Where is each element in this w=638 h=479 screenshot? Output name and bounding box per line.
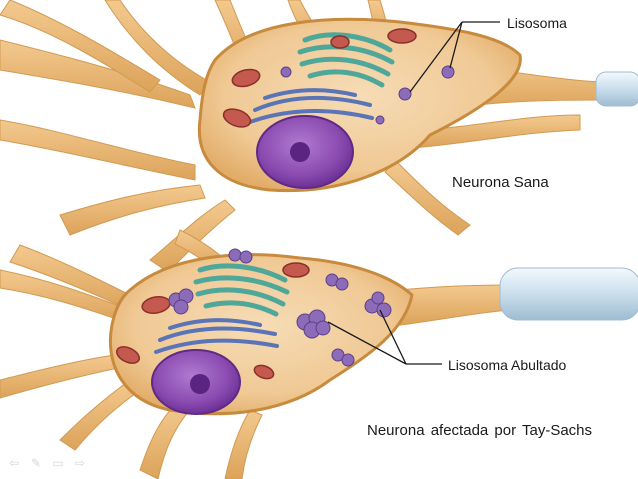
lysosome-label: Lisosoma bbox=[507, 15, 567, 31]
healthy-neuron-label: Neurona Sana bbox=[452, 174, 549, 191]
affected-neuron-label: Neurona afectada por Tay-Sachs bbox=[367, 422, 593, 439]
affected-golgi bbox=[193, 263, 290, 317]
prev-arrow-icon[interactable]: ⇦ bbox=[8, 456, 20, 470]
leader-abultado-a bbox=[327, 321, 407, 365]
affected-axon bbox=[399, 284, 511, 326]
slide-icon[interactable]: ▭ bbox=[52, 456, 64, 470]
slide-navigation: ⇦ ✎ ▭ ⇨ bbox=[6, 456, 88, 470]
healthy-neuron bbox=[0, 0, 638, 273]
healthy-mitochondria bbox=[222, 28, 417, 128]
healthy-myelin-sheath bbox=[595, 71, 638, 107]
affected-mitochondria bbox=[115, 262, 310, 380]
leader-abultado-b bbox=[379, 309, 407, 365]
swollen-lysosomes bbox=[168, 248, 392, 367]
affected-myelin-sheath bbox=[499, 267, 638, 321]
affected-neuron bbox=[0, 229, 638, 479]
affected-er bbox=[154, 318, 279, 354]
healthy-nucleolus bbox=[290, 142, 310, 162]
healthy-golgi bbox=[297, 32, 395, 88]
next-arrow-icon[interactable]: ⇨ bbox=[74, 456, 86, 470]
healthy-dendrites bbox=[0, 0, 581, 273]
leader-lysosoma-b bbox=[449, 21, 463, 69]
leader-lysosoma-a bbox=[409, 21, 463, 93]
affected-nucleolus bbox=[190, 374, 210, 394]
leader-lines bbox=[327, 21, 500, 365]
pen-icon[interactable]: ✎ bbox=[30, 456, 42, 470]
swollen-lysosome-label: Lisosoma Abultado bbox=[448, 357, 567, 373]
healthy-er bbox=[248, 88, 374, 124]
healthy-cell-body bbox=[197, 17, 522, 193]
healthy-lysosomes bbox=[280, 65, 455, 125]
